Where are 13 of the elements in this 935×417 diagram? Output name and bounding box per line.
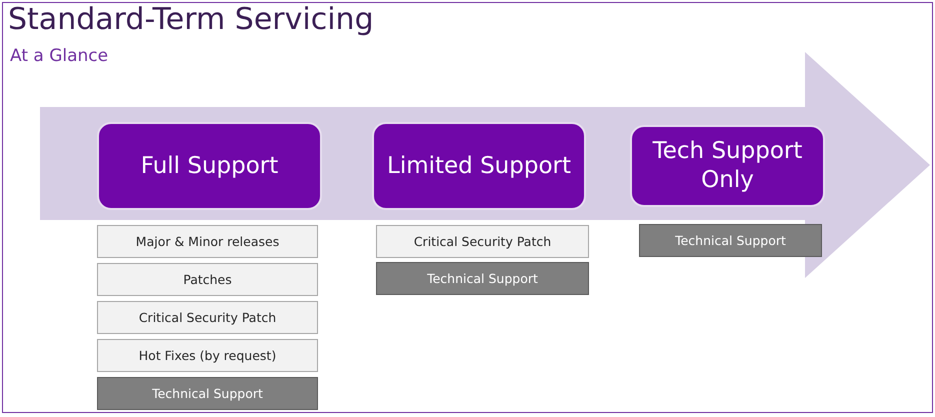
phase-box: Full Support: [97, 122, 322, 210]
phase-box: Tech Support Only: [630, 125, 825, 207]
diagram-title: Standard-Term Servicing: [8, 2, 374, 37]
service-item: Hot Fixes (by request): [97, 339, 318, 372]
service-item: Technical Support: [639, 224, 822, 257]
service-item: Critical Security Patch: [376, 225, 589, 258]
service-item: Patches: [97, 263, 318, 296]
service-item: Critical Security Patch: [97, 301, 318, 334]
service-item: Technical Support: [376, 262, 589, 295]
subtitle: At a Glance: [10, 46, 108, 66]
phase-box: Limited Support: [372, 122, 586, 210]
service-item: Technical Support: [97, 377, 318, 410]
service-item: Major & Minor releases: [97, 225, 318, 258]
